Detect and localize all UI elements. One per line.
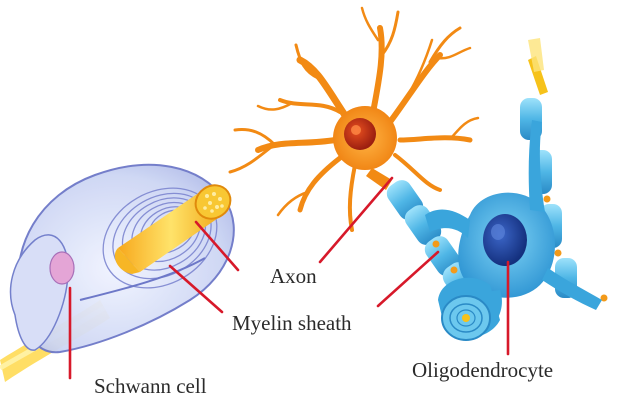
- leader-axon-schwann: [194, 220, 240, 272]
- label-schwann-cell: Schwann cell: [94, 374, 207, 398]
- oligodendrocyte-illustration: [386, 38, 608, 341]
- schwann-nucleus: [49, 251, 75, 285]
- oligodendrocyte-nucleus: [483, 214, 527, 266]
- leader-lines: [68, 176, 510, 380]
- schwann-cell-illustration: [0, 163, 235, 382]
- neuron-nucleus: [344, 118, 376, 150]
- leader-axon: [318, 176, 394, 264]
- axon-hillock: [366, 168, 392, 190]
- label-axon: Axon: [270, 264, 317, 288]
- myelin-cross-section: [438, 277, 500, 341]
- axon-cylinder: [114, 184, 232, 274]
- label-myelin-sheath: Myelin sheath: [232, 311, 352, 335]
- leader-myelin-schwann: [168, 264, 224, 314]
- axon-cross-section: [194, 184, 232, 220]
- neuron-illustration: [228, 6, 480, 232]
- label-oligodendrocyte: Oligodendrocyte: [412, 358, 553, 382]
- leader-myelin-oligo: [376, 250, 440, 308]
